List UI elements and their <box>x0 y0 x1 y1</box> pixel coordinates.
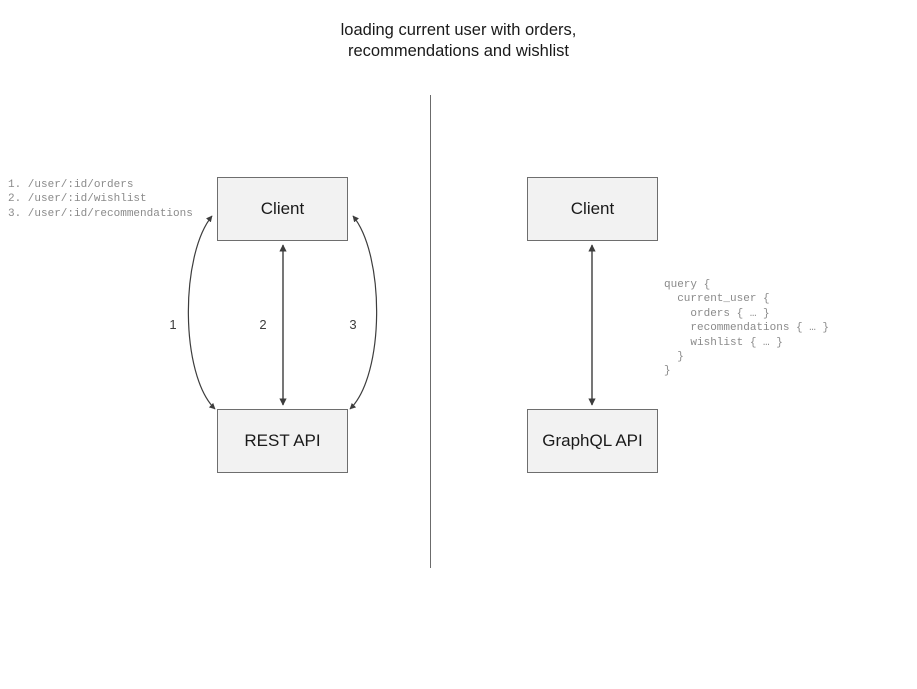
node-rest-api[interactable]: REST API <box>217 409 348 473</box>
page-title: loading current user with orders, recomm… <box>340 21 577 60</box>
rest-endpoint-list: 1. /user/:id/orders 2. /user/:id/wishlis… <box>8 179 193 220</box>
node-client-graphql[interactable]: Client <box>527 177 658 241</box>
edge-rest-3 <box>349 215 378 410</box>
node-client-rest[interactable]: Client <box>217 177 348 241</box>
node-graphql-api[interactable]: GraphQL API <box>527 409 658 473</box>
edge-label-2: 2 <box>259 317 267 332</box>
edge-label-1: 1 <box>169 317 177 332</box>
graphql-query-snippet: query { current_user { orders { … } reco… <box>664 279 830 378</box>
node-rest-api-label: REST API <box>244 431 321 450</box>
vertical-divider <box>430 95 431 568</box>
edge-rest-1 <box>187 215 216 410</box>
node-client-graphql-label: Client <box>570 199 615 218</box>
node-client-rest-label: Client <box>260 199 305 218</box>
edge-label-3: 3 <box>349 317 357 332</box>
node-graphql-api-label: GraphQL API <box>542 431 643 450</box>
